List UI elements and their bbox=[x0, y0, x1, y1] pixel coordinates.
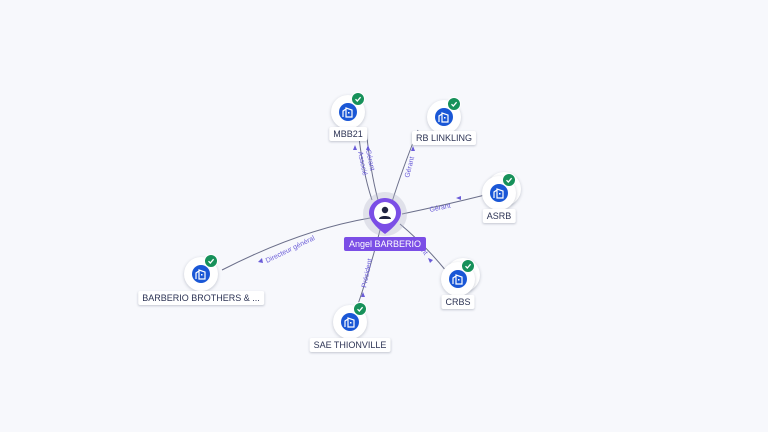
arrow-icon bbox=[353, 145, 357, 150]
center-node-label[interactable]: Angel BARBERIO bbox=[343, 237, 427, 251]
center-node-pin[interactable] bbox=[367, 196, 403, 236]
arrow-icon bbox=[428, 258, 433, 263]
check-badge-icon bbox=[357, 306, 364, 312]
check-badge-icon bbox=[355, 96, 362, 102]
arrow-icon bbox=[456, 196, 461, 200]
node-mbb21[interactable] bbox=[331, 92, 365, 129]
node-label-asrb[interactable]: ASRB bbox=[482, 209, 516, 223]
edge-label-sae-president: Président bbox=[361, 258, 374, 288]
check-badge-icon bbox=[208, 258, 215, 264]
building-icon bbox=[344, 317, 355, 328]
arrow-icon bbox=[258, 258, 263, 263]
node-label-crbs[interactable]: CRBS bbox=[441, 295, 475, 309]
edge-label-crbs: nt bbox=[419, 248, 428, 257]
node-rb-linkling[interactable] bbox=[427, 97, 461, 134]
edge-asrb[interactable]: Gérant bbox=[401, 194, 486, 215]
node-crbs[interactable] bbox=[441, 258, 480, 296]
node-label-rb-linkling[interactable]: RB LINKLING bbox=[411, 131, 477, 145]
arrow-icon bbox=[366, 145, 370, 150]
node-label-barberio-brothers[interactable]: BARBERIO BROTHERS & ... bbox=[138, 291, 264, 305]
person-icon bbox=[379, 206, 391, 219]
check-badge-icon bbox=[451, 101, 458, 107]
check-badge-icon bbox=[506, 177, 513, 183]
building-icon bbox=[452, 274, 463, 285]
node-sae-thionville[interactable] bbox=[333, 302, 367, 339]
arrow-icon bbox=[411, 146, 415, 151]
edge-label-asrb-gerant: Gérant bbox=[429, 203, 451, 214]
building-icon bbox=[438, 112, 449, 123]
building-icon bbox=[195, 269, 206, 280]
node-barberio-brothers[interactable] bbox=[184, 254, 218, 291]
check-badge-icon bbox=[465, 263, 472, 269]
edge-label-mbb21-gerant: Gérant bbox=[364, 149, 375, 171]
node-asrb[interactable] bbox=[482, 172, 521, 210]
building-icon bbox=[493, 188, 504, 199]
edge-label-rb-linkling-gerant: Gérant bbox=[404, 156, 416, 179]
node-label-sae-thionville[interactable]: SAE THIONVILLE bbox=[309, 338, 391, 352]
edge-label-mbb21-associe: Associé bbox=[356, 151, 368, 177]
node-label-mbb21[interactable]: MBB21 bbox=[329, 127, 367, 141]
building-icon bbox=[342, 107, 353, 118]
arrow-icon bbox=[361, 292, 365, 297]
